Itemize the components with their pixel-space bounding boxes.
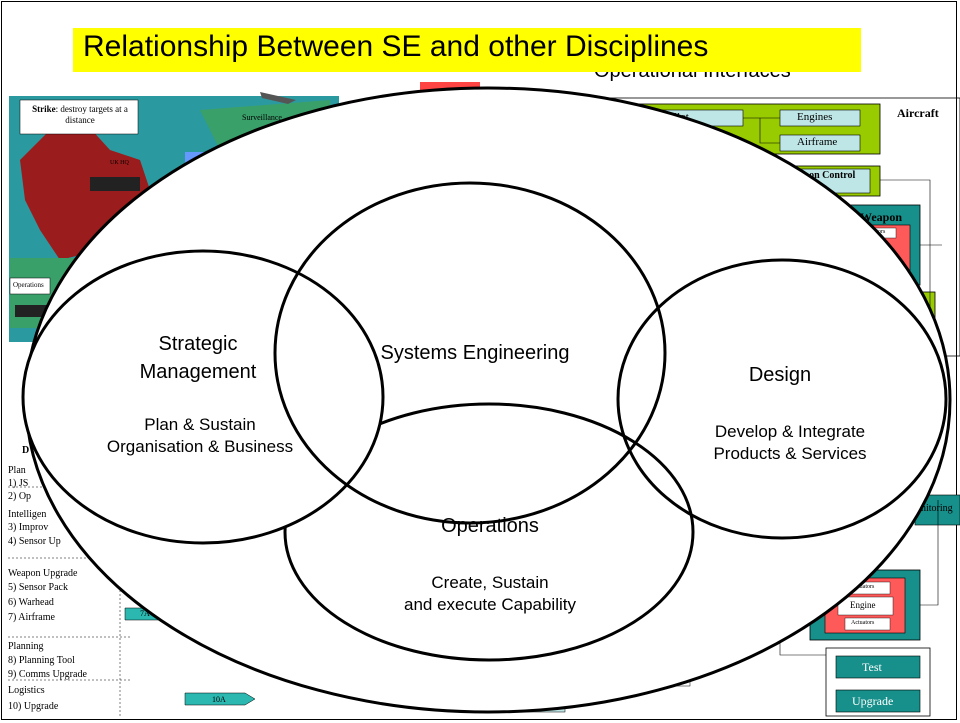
map-land-uk (20, 128, 150, 260)
weapon-label: Weapon (860, 210, 903, 224)
design-ellipse (616, 258, 948, 540)
surveillance-label: Surveillance (242, 113, 282, 122)
operations-ellipse (283, 402, 695, 662)
aircraft-connectors (743, 117, 780, 144)
operations-label: Operations (441, 515, 539, 537)
systems-engineering-ellipse (273, 181, 667, 525)
engines-label: Engines (797, 111, 833, 123)
test-label: Test (862, 660, 882, 674)
plan-header: D (22, 445, 30, 456)
engine-connector (920, 500, 939, 606)
engine-label: Engine (850, 600, 876, 610)
plan-item: 1) JS (8, 478, 29, 489)
operations-map-label: Operations (13, 281, 44, 289)
plan-item: Logistics (8, 685, 45, 696)
plan-item: Weapon Upgrade (8, 568, 78, 579)
plan-item: 7) Airframe (8, 612, 55, 623)
upgrade-label: Upgrade (852, 694, 894, 708)
airframe-label: Airframe (797, 136, 838, 148)
plan-item: 2) Op (8, 491, 32, 502)
title-banner (73, 28, 861, 72)
aircraft-icon (260, 92, 296, 104)
arrow-7a-label: 7A (140, 609, 150, 618)
plan-item: 3) Improv (8, 522, 49, 533)
systems-engineering-label: Systems Engineering (380, 342, 570, 364)
actuators-box-2 (844, 617, 891, 631)
actuators-label-1: Actuators (851, 584, 875, 590)
hq-building-icon (90, 177, 140, 191)
upgrade-box (835, 689, 921, 713)
operations-label-box (9, 277, 51, 295)
test-connector (779, 640, 830, 656)
page-title: Relationship Between SE and other Discip… (83, 30, 709, 63)
monitoring-label: nitoring (921, 503, 953, 514)
test-box (835, 655, 921, 679)
strategic-ellipse (21, 249, 385, 545)
architecture-connectors (880, 179, 942, 330)
arrow-10a-label: 10A (212, 695, 226, 704)
strike-label-box (19, 99, 139, 135)
engine-box (837, 596, 894, 616)
strike-label: Strike: destroy targets at a distance (32, 104, 128, 125)
design-label: Design (748, 364, 812, 386)
plan-item: 10) Upgrade (8, 701, 59, 712)
plan-item: 5) Sensor Pack (8, 582, 68, 593)
plan-item: Intelligen (8, 509, 47, 520)
plan-item: 9) Comms Upgrade (8, 669, 87, 680)
plan-item: 6) Warhead (8, 597, 54, 608)
arrow-10a (184, 692, 256, 706)
actuators-label-2: Actuators (851, 620, 875, 626)
uk-hq-label: UK HQ (110, 160, 129, 166)
aircraft-label: Aircraft (897, 106, 939, 120)
plan-item: 4) Sensor Up (8, 536, 61, 547)
plan-item: Planning (8, 641, 44, 652)
plan-item: 8) Planning Tool (8, 655, 75, 666)
plan-item: Plan (8, 465, 26, 476)
weapon-control-label: Weapon Control (784, 170, 856, 181)
